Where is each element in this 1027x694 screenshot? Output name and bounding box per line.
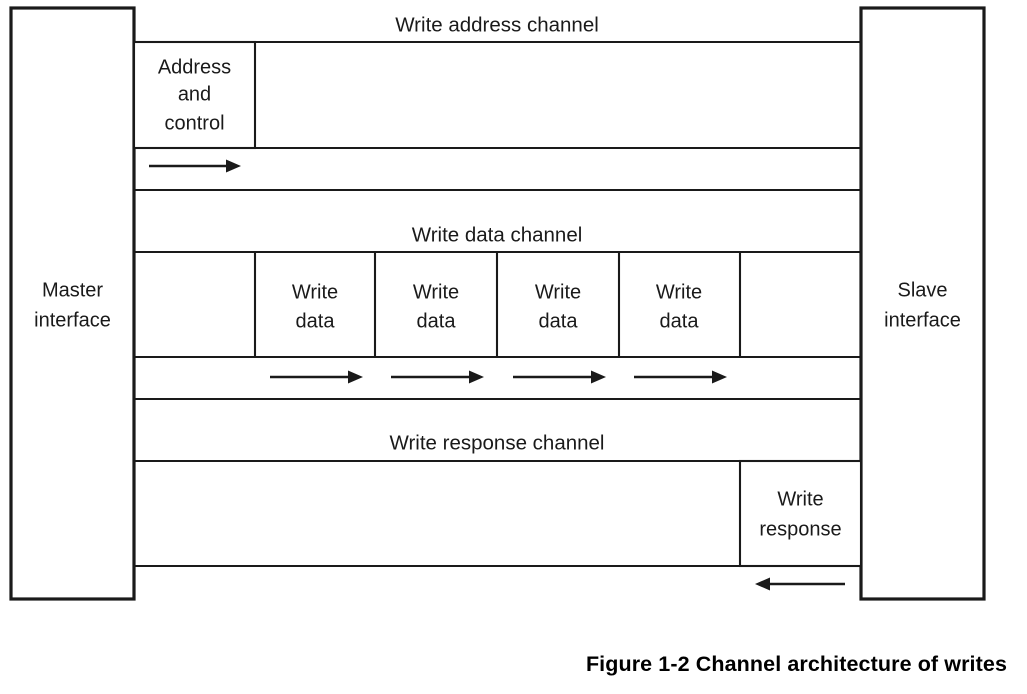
- write-data-cell-4: Write data: [656, 281, 702, 332]
- address-and-control-line2: and: [178, 83, 211, 105]
- write-data-cell-4-line1: Write: [656, 281, 702, 303]
- write-data-cell-2: Write data: [413, 281, 459, 332]
- master-interface-label-line1: Master: [42, 279, 103, 301]
- master-interface-label-line2: interface: [34, 309, 111, 331]
- address-and-control-line3: control: [164, 112, 224, 134]
- write-data-channel-label: Write data channel: [412, 223, 583, 246]
- slave-interface-box: [859, 6, 986, 601]
- write-data-flow-arrow-2: [391, 370, 484, 384]
- slave-interface-label-line2: interface: [884, 309, 961, 331]
- write-data-cell-3: Write data: [535, 281, 581, 332]
- address-and-control-line1: Address: [158, 56, 231, 78]
- write-address-flow-arrow: [149, 159, 241, 173]
- write-response-cell: [738, 459, 863, 568]
- write-data-cell-3-line1: Write: [535, 281, 581, 303]
- write-data-flow-arrow-4: [634, 370, 727, 384]
- address-and-control-cell: [132, 40, 257, 150]
- write-data-cell-2-line2: data: [417, 310, 457, 332]
- write-data-cell-1-line1: Write: [292, 281, 338, 303]
- figure-caption: Figure 1-2 Channel architecture of write…: [585, 652, 1007, 676]
- write-data-flow-arrow-1: [270, 370, 363, 384]
- slave-interface-label-line1: Slave: [897, 279, 947, 301]
- write-response-line2: response: [759, 518, 841, 540]
- write-data-cell-3-line2: data: [539, 310, 579, 332]
- write-data-flow-arrow-3: [513, 370, 606, 384]
- write-data-cell-2-line1: Write: [413, 281, 459, 303]
- write-data-cell-1-line2: data: [296, 310, 336, 332]
- write-response-flow-arrow: [755, 577, 845, 591]
- write-response-line1: Write: [777, 488, 823, 510]
- write-data-cell-4-line2: data: [660, 310, 700, 332]
- write-data-cell-1: Write data: [292, 281, 338, 332]
- write-address-channel-label: Write address channel: [395, 13, 599, 36]
- write-response-channel-label: Write response channel: [390, 431, 605, 454]
- master-interface-box: [9, 6, 136, 601]
